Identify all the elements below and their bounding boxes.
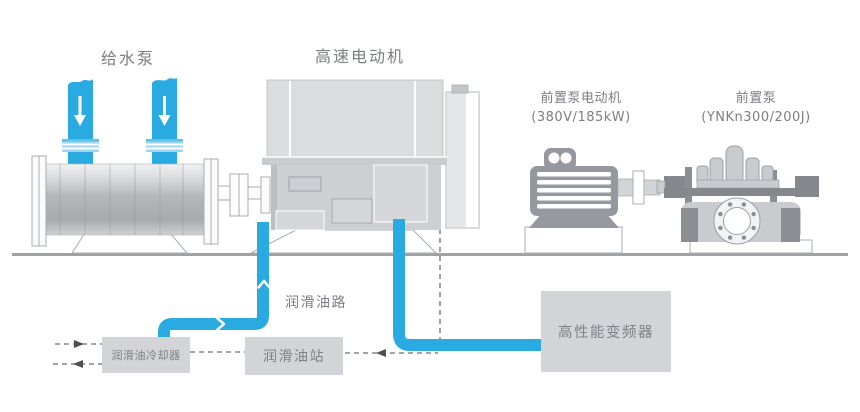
motor-base: [250, 229, 438, 254]
flow-chevron-right-icon: [216, 317, 226, 331]
feedwater-inlet-pipes: [62, 78, 183, 170]
booster-motor-plinth: [524, 226, 623, 254]
signal-arrowheads: [73, 340, 386, 368]
pump-shaft-end-block: [795, 176, 819, 197]
lube-oil-supply-pipe: [158, 222, 269, 341]
signal-lines: [53, 229, 441, 365]
inlet-down-arrow-icon: [158, 96, 171, 126]
motor-shaft: [617, 178, 635, 197]
pipe-flange-band: [62, 139, 99, 152]
booster-pump-spec: (YNKn300/200J): [701, 110, 811, 125]
feedwater-pump-barrel: [39, 163, 216, 236]
motor-terminal-box: [331, 198, 373, 224]
pump-top-studs: [696, 145, 774, 185]
lube-oil-cooler-box: 润滑油冷却器: [102, 337, 190, 373]
feedwater-pump-illustration: [31, 155, 271, 247]
label-feedwater-pump: 给水泵: [100, 49, 155, 68]
motor-top-cooler: [266, 79, 444, 159]
feedwater-pump-base: [71, 232, 189, 254]
inverter-power-pipe: [393, 219, 546, 351]
inlet-down-arrow-icon: [74, 96, 86, 126]
signal-arrow-right-icon: [74, 340, 84, 348]
booster-motor-name: 前置泵电动机: [540, 91, 622, 106]
motor-body-panel: [373, 164, 428, 223]
pump-shaft-bar: [664, 188, 795, 196]
high-performance-inverter-box: 高性能变频器: [541, 291, 671, 372]
ground-line: [12, 253, 848, 256]
signal-arrow-left-icon: [73, 360, 83, 368]
motor-cooling-fins: [537, 172, 611, 209]
motor-side-tab: [451, 84, 469, 94]
shaft-coupling-disc: [632, 170, 645, 205]
pump-end-flanges: [31, 155, 219, 247]
booster-pump-illustration: [656, 145, 819, 245]
label-booster-pump: 前置泵 (YNKn300/200J): [686, 89, 826, 127]
coupling-shaft: [217, 173, 271, 217]
motor-side-panel: [447, 93, 466, 227]
label-high-speed-motor: 高速电动机: [314, 47, 405, 66]
booster-motor-spec: (380V/185kW): [531, 110, 631, 125]
flange-bolt-dots: [718, 202, 756, 240]
lube-oil-pipes: [158, 219, 546, 351]
flow-chevrons: [216, 279, 271, 331]
barrel-segment-lines: [59, 164, 184, 235]
motor-nameplate: [288, 176, 322, 192]
booster-motor-illustration: [529, 148, 661, 228]
lube-oil-station-box: 润滑油站: [245, 337, 343, 375]
high-speed-motor-illustration: [262, 79, 480, 231]
label-lube-oil-line: 润滑油路: [285, 295, 347, 311]
signal-arrow-left-icon: [376, 349, 386, 357]
motor-body-strip: [275, 210, 325, 231]
pump-flange-plate: [696, 179, 780, 189]
pipe-flange-band: [146, 139, 183, 152]
label-booster-motor: 前置泵电动机 (380V/185kW): [511, 89, 651, 127]
booster-pump-name: 前置泵: [735, 91, 777, 106]
motor-joint-band: [262, 157, 447, 165]
flow-chevron-up-icon: [257, 279, 271, 289]
